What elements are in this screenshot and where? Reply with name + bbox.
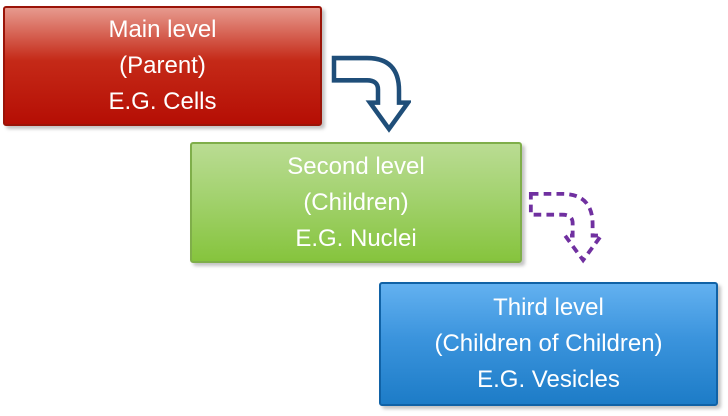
node-third-line-2: (Children of Children)	[434, 330, 663, 357]
bent-arrow-solid-icon	[331, 55, 411, 133]
node-third-line-1: Third level	[493, 294, 604, 321]
node-main-line-3: E.G. Cells	[108, 88, 217, 115]
arrow-main-to-second	[331, 55, 411, 133]
node-main-line-2: (Parent)	[119, 52, 206, 79]
bent-arrow-solid-path	[331, 55, 411, 133]
bent-arrow-dashed-icon	[528, 191, 604, 264]
node-third-level: Third level (Children of Children) E.G. …	[379, 282, 718, 406]
node-second-level: Second level (Children) E.G. Nuclei	[190, 142, 522, 263]
bent-arrow-dashed-path	[528, 191, 604, 264]
node-main-level: Main level (Parent) E.G. Cells	[3, 6, 322, 126]
node-second-line-1: Second level	[287, 152, 425, 180]
node-second-line-3: E.G. Nuclei	[295, 224, 417, 252]
node-main-line-1: Main level	[108, 16, 217, 43]
node-third-line-3: E.G. Vesicles	[477, 366, 620, 393]
arrow-second-to-third	[528, 191, 604, 264]
node-second-line-2: (Children)	[303, 188, 409, 216]
